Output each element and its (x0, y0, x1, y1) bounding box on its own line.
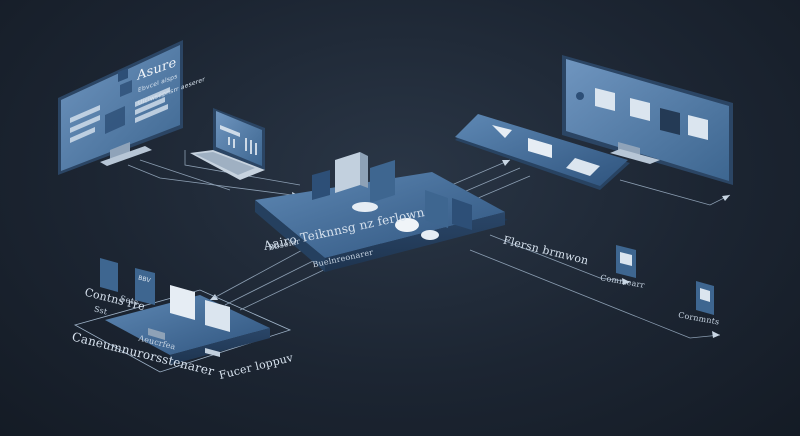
right-floating-panel (455, 114, 630, 190)
central-platform (255, 152, 508, 272)
left-monitor (58, 40, 183, 175)
laptop (190, 108, 265, 180)
arrowheads (210, 160, 730, 338)
right-monitor-icons (576, 88, 708, 140)
right-top-monitor (562, 55, 733, 185)
connector-right-device-2 (469, 249, 721, 339)
connector-left-monitor (127, 164, 301, 197)
right-small-devices (616, 245, 714, 315)
left-devices (100, 258, 230, 357)
left-monitor-ui-blocks (70, 80, 170, 143)
connector-right-device-1 (489, 234, 631, 283)
connector-laptop (184, 150, 301, 186)
connector-right-monitor (619, 179, 731, 206)
left-bottom-platform (73, 258, 292, 373)
central-devices (312, 152, 472, 240)
